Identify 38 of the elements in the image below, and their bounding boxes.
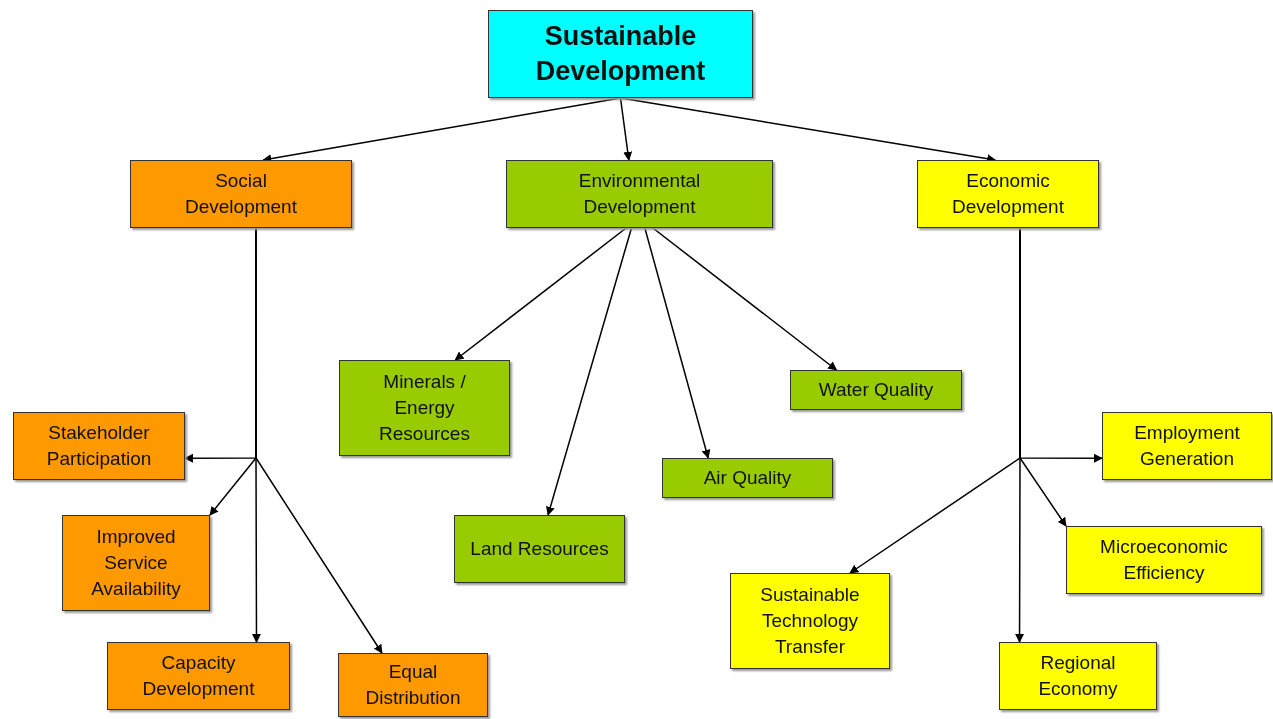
node-label: Microeconomic Efficiency [1100,535,1228,583]
topic-box [130,160,352,228]
node-label: Equal Distribution [365,660,461,708]
topic-box [506,160,773,228]
node-label: Sustainable Development [535,20,706,86]
topic-box [790,370,962,410]
node-label: Economic Development [952,169,1064,217]
node-label: Land Resources [470,537,609,559]
topic-box [454,515,625,583]
node-label: Minerals / Energy Resources [379,370,470,445]
topic-box [107,642,290,710]
arrow [454,227,627,361]
node-label: Social Development [185,169,297,217]
topic-box [338,653,488,717]
node-label: Water Quality [818,378,934,400]
topic-box [13,412,185,480]
arrow [652,227,838,371]
topic-box [662,458,833,498]
arrow [546,227,633,516]
node-label: Stakeholder Participation [46,421,152,469]
topic-box [62,515,210,611]
arrow [644,227,711,459]
arrow [619,97,633,161]
topic-box [339,360,510,456]
topic-box [1066,526,1262,594]
node-label: Sustainable Technology Transfer [760,583,860,658]
node-label: Air Quality [703,466,792,488]
topic-box [730,573,890,669]
node-label: Improved Service Availability [91,525,181,600]
node-label: Environmental Development [578,169,701,217]
arrow [255,227,383,654]
topic-box [1102,412,1272,480]
node-label: Employment Generation [1134,421,1240,469]
node-label: Regional Economy [1038,651,1118,699]
topic-box [917,160,1099,228]
topic-box [999,642,1157,710]
node-label: Capacity Development [142,651,255,699]
root-box [488,10,753,98]
